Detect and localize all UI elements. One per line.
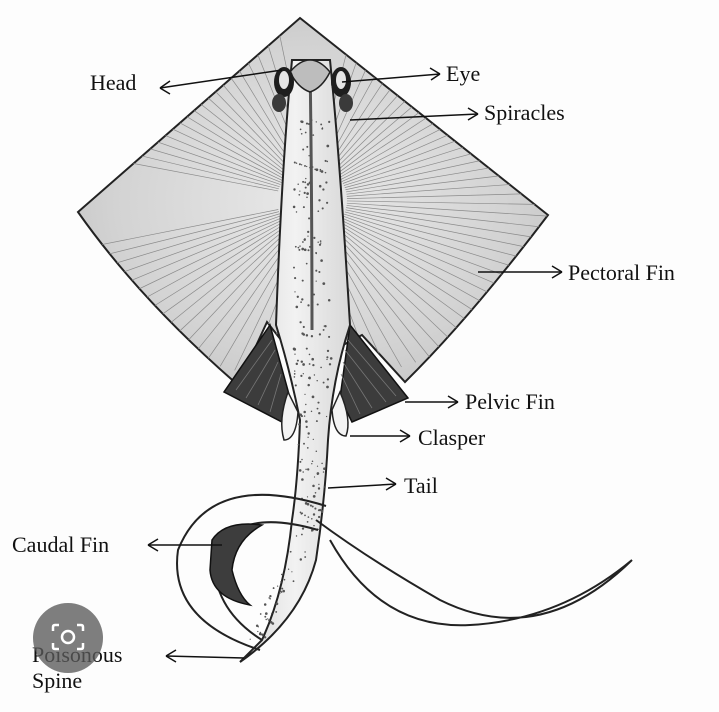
label-spiracles: Spiracles: [484, 100, 565, 125]
label-caudal-fin: Caudal Fin: [12, 532, 110, 557]
leader-eye: [341, 73, 441, 83]
leader-spine: [165, 655, 245, 659]
spiracle-right: [339, 94, 353, 112]
caudal-fin: [209, 523, 265, 607]
leader-lines: [147, 67, 563, 663]
lens-search-icon: [51, 623, 85, 651]
label-head: Head: [90, 70, 137, 95]
label-eye: Eye: [446, 61, 481, 86]
label-clasper: Clasper: [418, 425, 486, 450]
leader-spiracles: [349, 113, 479, 121]
spiracle-left: [272, 94, 286, 112]
leader-tail: [327, 483, 397, 489]
label-pelvic-fin: Pelvic Fin: [465, 389, 555, 414]
visual-search-button[interactable]: [33, 603, 103, 673]
pelvic-fin-right: [339, 323, 410, 423]
clasper-right: [331, 390, 349, 437]
clasper-left: [281, 390, 299, 441]
label-pectoral-fin: Pectoral Fin: [568, 260, 675, 285]
label-tail: Tail: [404, 473, 438, 498]
tail-loop: [315, 519, 633, 627]
body-midsection: [239, 59, 352, 663]
label-spine: Spine: [32, 668, 83, 693]
leader-head: [159, 69, 283, 89]
